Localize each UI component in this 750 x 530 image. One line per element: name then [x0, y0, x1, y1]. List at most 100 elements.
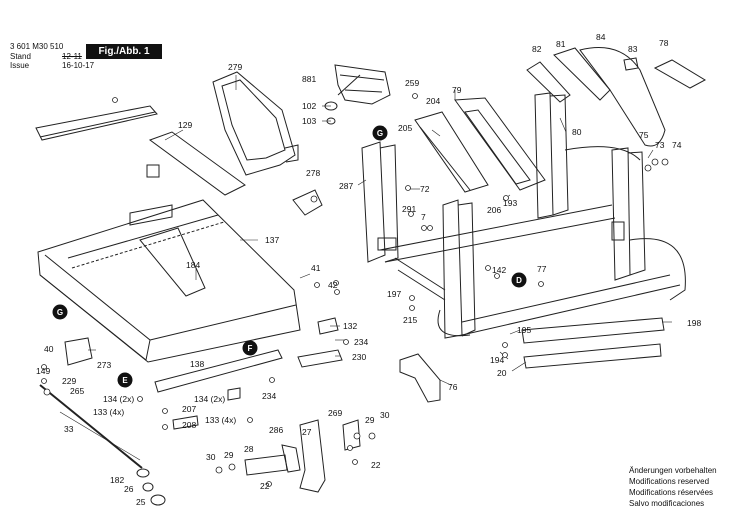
part-number-label: 33 — [64, 424, 74, 434]
leader-lines — [59, 75, 672, 461]
part-number-label: 82 — [532, 44, 542, 54]
table-top — [37, 199, 301, 363]
lever-body — [281, 444, 301, 473]
part-number-label: 234 — [354, 337, 368, 347]
part-number-label: 28 — [244, 444, 254, 454]
part-number-label: 30 — [206, 452, 216, 462]
doc-number: 3 601 M30 510 — [10, 42, 64, 51]
stand-frame — [361, 92, 686, 339]
lever-arm — [299, 419, 326, 493]
part-number-label: 208 — [182, 420, 196, 430]
issue-label: Issue — [10, 61, 30, 70]
end-cap — [623, 57, 639, 71]
callout-letter: E — [122, 376, 128, 385]
part-number-label: 142 — [492, 265, 506, 275]
blade-guard — [212, 71, 299, 176]
part-number-label: 84 — [596, 32, 606, 42]
part-number-label: 76 — [448, 382, 458, 392]
callout-marker: G — [52, 304, 68, 320]
part-number-label: 194 — [490, 355, 504, 365]
callout-marker: F — [242, 340, 258, 356]
callout-markers: G D F E G — [52, 125, 527, 388]
guide-rail — [154, 349, 283, 393]
clamp-plate — [129, 204, 173, 226]
anti-kickback-pawl — [292, 189, 323, 216]
bracket-269 — [342, 419, 361, 451]
part-number-label: 20 — [497, 368, 507, 378]
callout-marker: D — [511, 272, 527, 288]
part-number-label: 287 — [339, 181, 353, 191]
part-number-label: 207 — [182, 404, 196, 414]
rear-rail — [35, 105, 158, 141]
part-number-label: 134 (2x) — [194, 394, 225, 404]
part-number-label: 193 — [503, 198, 517, 208]
notice-line: Salvo modificaciones — [629, 499, 705, 508]
part-number-label: 286 — [269, 425, 283, 435]
part-number-label: 265 — [70, 386, 84, 396]
part-number-label: 184 — [186, 260, 200, 270]
riving-knife — [334, 64, 391, 105]
insert-plate — [148, 131, 246, 196]
callout-letter: F — [248, 344, 253, 353]
part-number-label: 29 — [224, 450, 234, 460]
part-number-label: 259 — [405, 78, 419, 88]
part-number-label: 215 — [403, 315, 417, 325]
part-number-label: 230 — [352, 352, 366, 362]
part-number-label: 279 — [228, 62, 242, 72]
handle-bracket — [526, 61, 571, 103]
part-number-label: 206 — [487, 205, 501, 215]
part-number-label: 41 — [311, 263, 321, 273]
fence-guide — [414, 111, 489, 193]
part-number-label: 291 — [402, 204, 416, 214]
part-number-label: 22 — [260, 481, 270, 491]
part-number-label: 133 (4x) — [205, 415, 236, 425]
part-number-label: 269 — [328, 408, 342, 418]
part-number-label: 129 — [178, 120, 192, 130]
carry-handle — [579, 47, 666, 147]
part-number-label: 40 — [44, 344, 54, 354]
rip-fence — [454, 97, 546, 191]
part-number-label: 273 — [97, 360, 111, 370]
part-number-label: 133 (4x) — [93, 407, 124, 417]
callout-letter: G — [57, 308, 63, 317]
part-number-label: 132 — [343, 321, 357, 331]
part-number-label: 234 — [262, 391, 276, 401]
figure-label: Fig./Abb. 1 — [86, 44, 162, 59]
part-number-label: 72 — [420, 184, 430, 194]
part-number-label: 182 — [110, 475, 124, 485]
part-number-label: 83 — [628, 44, 638, 54]
handle-link — [553, 47, 611, 101]
notice-line: Modifications reserved — [629, 477, 710, 486]
plate-230 — [297, 349, 343, 368]
part-number-label: 205 — [398, 123, 412, 133]
part-number-label: 25 — [136, 497, 146, 507]
part-number-label: 26 — [124, 484, 134, 494]
part-number-label: 75 — [639, 130, 649, 140]
part-number-label: 197 — [387, 289, 401, 299]
part-number-label: 881 — [302, 74, 316, 84]
part-number-label: 195 — [517, 325, 531, 335]
part-number-label: 78 — [659, 38, 669, 48]
callout-letter: D — [516, 276, 522, 285]
part-number-label: 80 — [572, 127, 582, 137]
part-number-label: 22 — [371, 460, 381, 470]
shaft — [39, 384, 143, 469]
part-number-label: 7 — [421, 212, 426, 222]
callout-letter: G — [377, 129, 383, 138]
part-number-label: 198 — [687, 318, 701, 328]
notice-line: Modifications réservées — [629, 488, 714, 497]
plate-132 — [317, 317, 339, 335]
modification-notice: Änderungen vorbehalten Modifications res… — [629, 465, 717, 509]
part-number-label: 134 (2x) — [103, 394, 134, 404]
part-number-label: 42 — [328, 280, 338, 290]
part-number-label: 73 — [655, 140, 665, 150]
callout-marker: G — [372, 125, 388, 141]
end-cap-40 — [64, 337, 93, 366]
part-number-label: 102 — [302, 101, 316, 111]
lever-shaft — [244, 454, 288, 476]
part-number-label: 79 — [452, 85, 462, 95]
part-number-label: 27 — [302, 427, 312, 437]
issue-value: 16-10-17 — [62, 61, 95, 70]
